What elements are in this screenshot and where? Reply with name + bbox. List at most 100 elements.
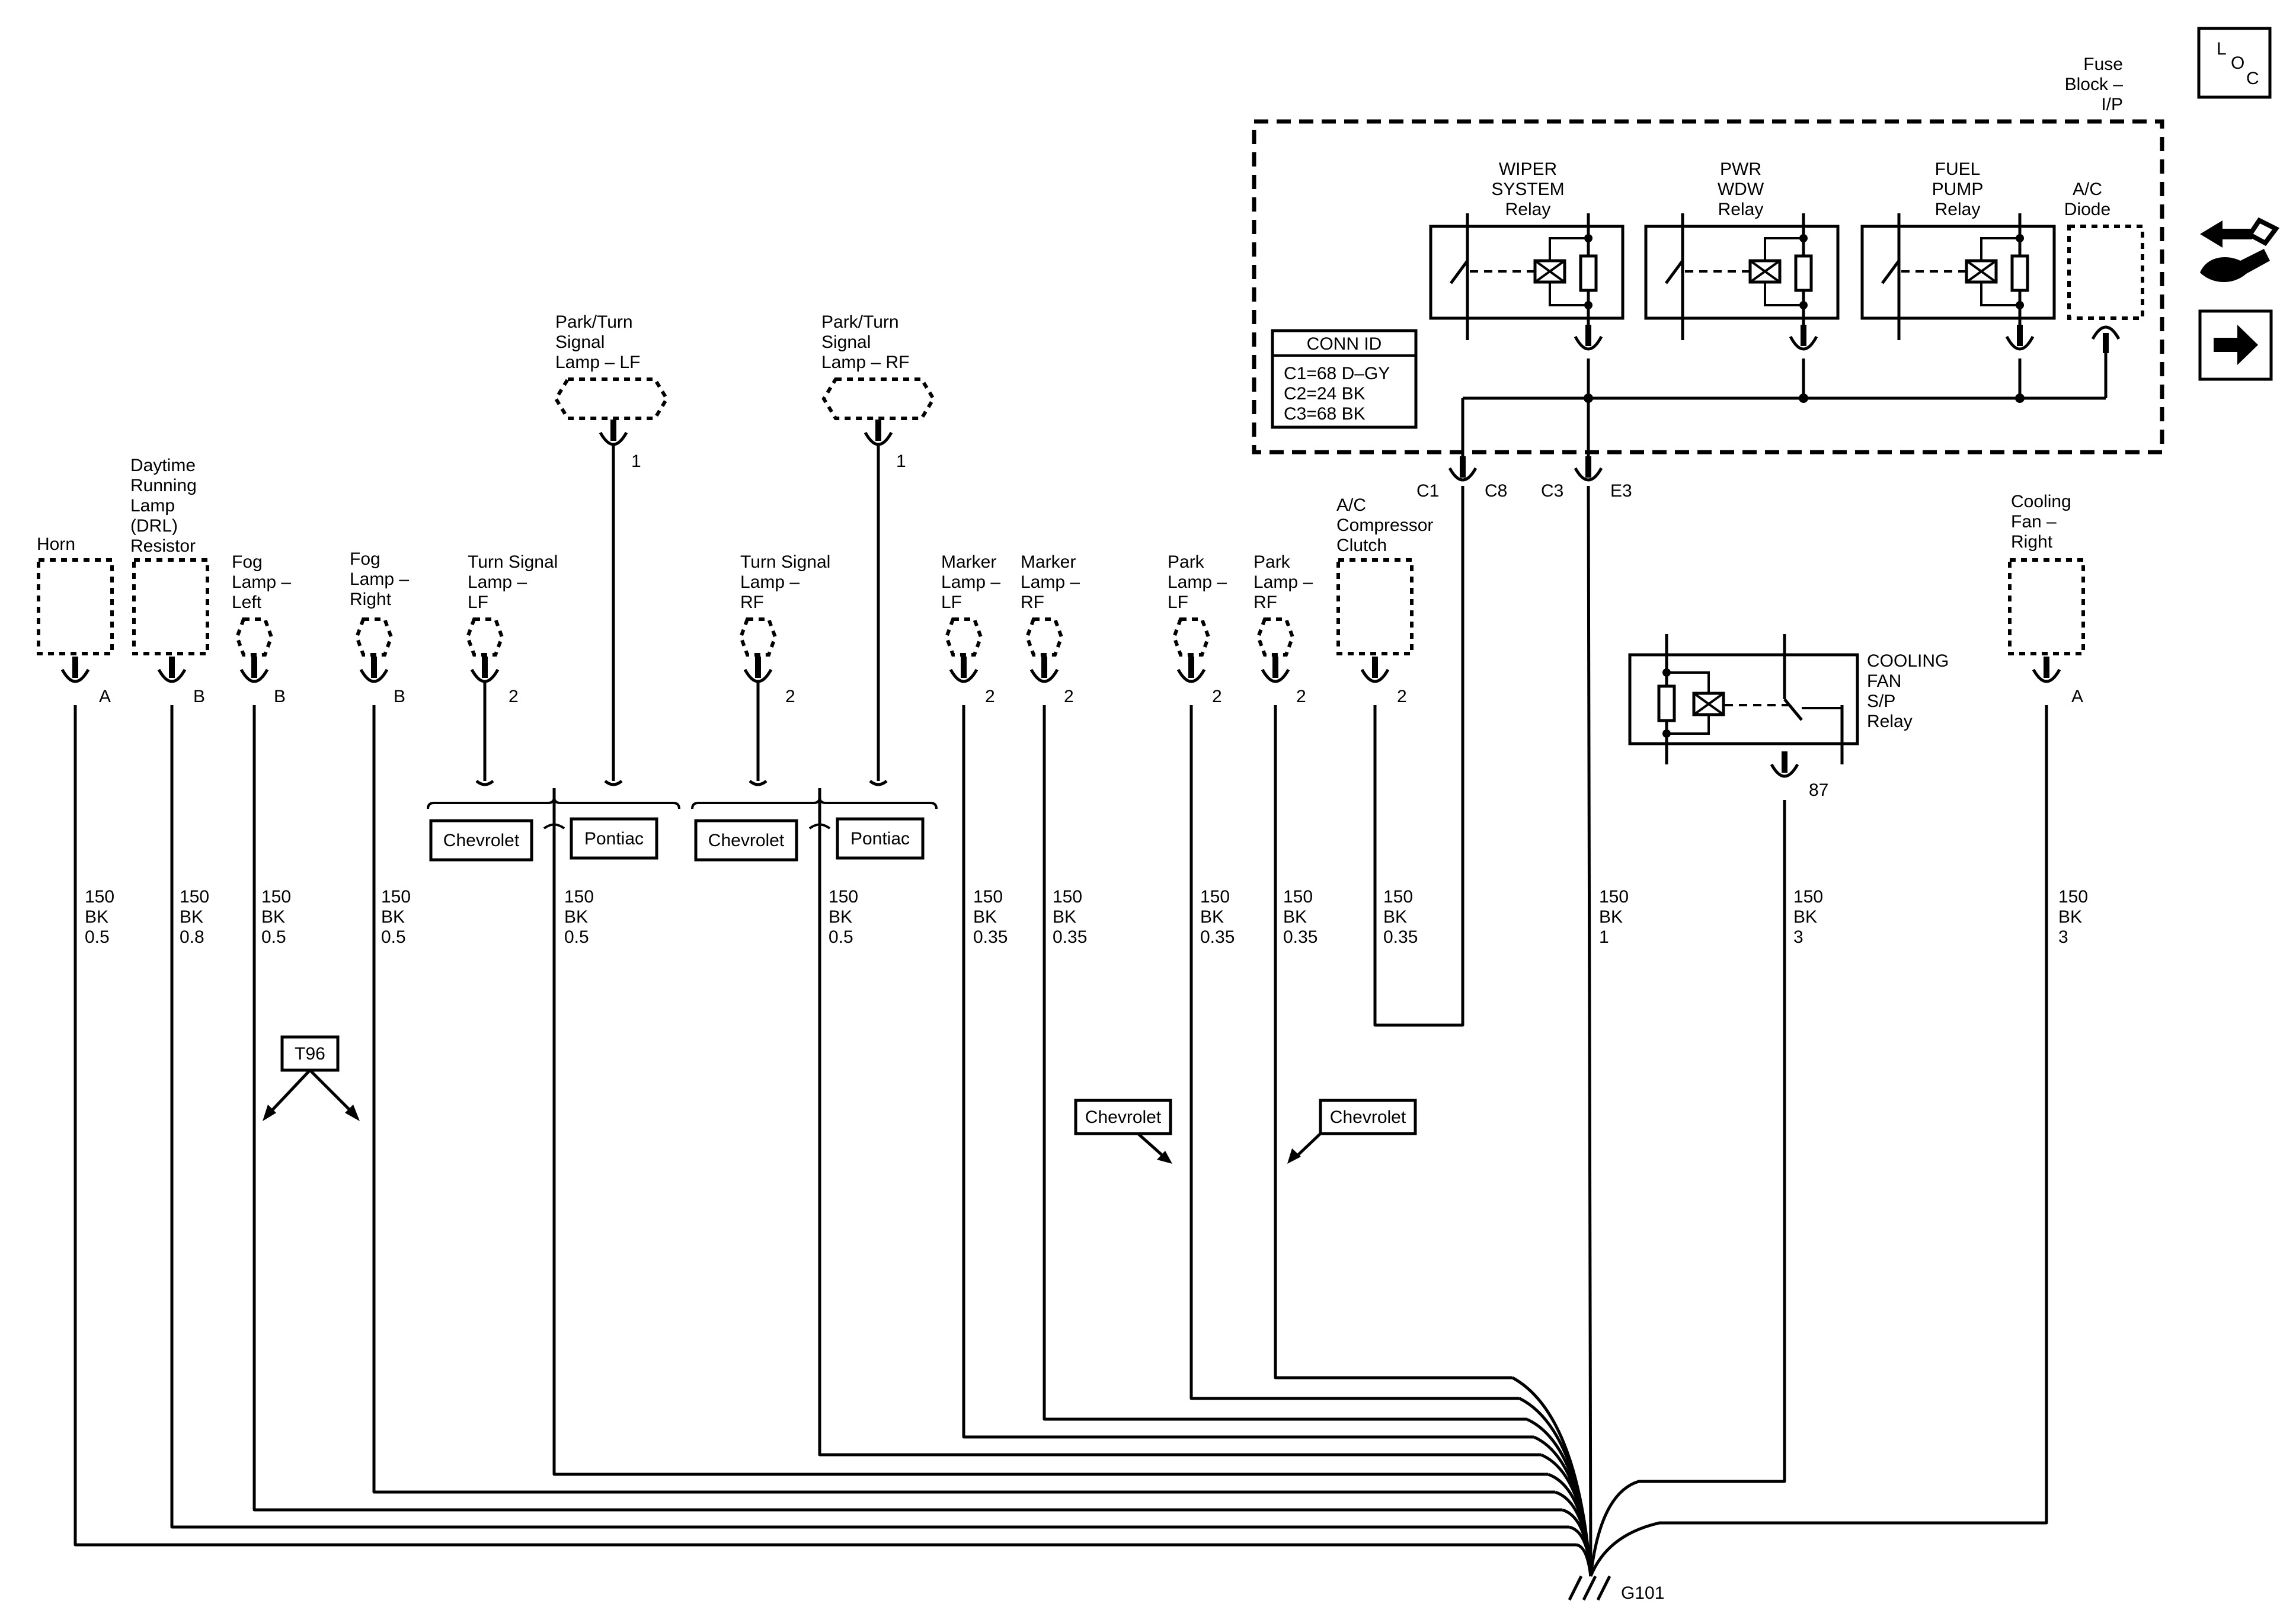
park-turn-rf-label-1: Park/Turn <box>821 312 899 332</box>
horn-label: Horn <box>37 534 75 554</box>
fog-left-label-3: Left <box>232 593 262 612</box>
drl-label-2: Running <box>130 476 197 495</box>
wiper-relay-label-2: SYSTEM <box>1491 180 1564 199</box>
park-turn-lf-label-1: Park/Turn <box>555 312 633 332</box>
fuse-block-title-1: Fuse <box>2083 55 2123 74</box>
cooling-relay-label-4: Relay <box>1867 712 1913 731</box>
rf-option-brace: Chevrolet Pontiac <box>691 796 938 862</box>
fuse-block-title-3: I/P <box>2101 95 2123 114</box>
park-rf-label-2: Lamp – <box>1253 572 1313 592</box>
park-lf-pin: 2 <box>1212 687 1222 706</box>
marker-rf-label-3: RF <box>1021 593 1044 612</box>
turn-lf-label-1: Turn Signal <box>468 552 558 572</box>
park-rf-pin: 2 <box>1296 687 1306 706</box>
park-turn-rf-label-2: Signal <box>821 332 871 352</box>
lf-pontiac-box <box>570 817 658 860</box>
wire-horn-2: BK <box>85 907 108 927</box>
fuel-relay-label-2: PUMP <box>1932 180 1984 199</box>
conn-e3: E3 <box>1610 481 1632 501</box>
marker-lamp-lf: Marker Lamp – LF 2 <box>941 552 1000 706</box>
wire-marker-lf-1: 150 <box>973 887 1003 907</box>
marker-rf-label-1: Marker <box>1021 552 1076 572</box>
wire-turn-lf-3: 0.5 <box>564 927 589 947</box>
marker-rf-label-2: Lamp – <box>1021 572 1080 592</box>
wire-turn-rf-3: 0.5 <box>829 927 853 947</box>
wire-park-lf-3: 0.35 <box>1200 927 1235 947</box>
arrow-right-icon[interactable] <box>2198 309 2273 381</box>
conn-id-row-1: C1=68 D–GY <box>1284 364 1390 383</box>
wire-cooling-right-2: BK <box>2058 907 2082 927</box>
cooling-right-label-2: Fan – <box>2011 512 2057 532</box>
ground-g101-label: G101 <box>1621 1583 1664 1603</box>
pwr-wdw-relay: PWR WDW Relay <box>1644 159 1840 340</box>
cooling-right-label-3: Right <box>2011 532 2053 552</box>
ground-harness: G101 <box>73 485 2048 1603</box>
conn-id-box <box>1271 329 1418 429</box>
cooling-fan-sp-relay: COOLING FAN S/P Relay 87 <box>1628 634 1949 800</box>
fog-left-label-2: Lamp – <box>232 572 291 592</box>
park-turn-lf-pin: 1 <box>631 452 641 471</box>
fuel-relay-label-1: FUEL <box>1935 159 1981 179</box>
wire-turn-lf-1: 150 <box>564 887 594 907</box>
fog-left-label-1: Fog <box>232 552 263 572</box>
wire-fog-right-3: 0.5 <box>381 927 406 947</box>
wire-turn-rf-1: 150 <box>829 887 858 907</box>
conn-id-table: CONN ID C1=68 D–GY C2=24 BK C3=68 BK <box>1271 329 1418 429</box>
wire-horn-3: 0.5 <box>85 927 110 947</box>
lf-pontiac-label: Pontiac <box>584 829 644 849</box>
fog-right-label-3: Right <box>350 590 392 609</box>
turn-rf-pin: 2 <box>785 687 795 706</box>
cooling-relay-label-2: FAN <box>1867 671 1901 691</box>
drl-label-1: Daytime <box>130 456 196 475</box>
turn-signal-lamp-lf: Turn Signal Lamp – LF 2 <box>465 552 558 786</box>
fuse-block-title-2: Block – <box>2065 75 2124 94</box>
wire-fog-left-1: 150 <box>261 887 291 907</box>
fuse-block-outline <box>1252 119 2164 454</box>
conn-c8: C8 <box>1485 481 1507 501</box>
drl-pin: B <box>193 687 205 706</box>
location-icon[interactable]: L O C <box>2197 27 2272 99</box>
wire-park-rf-1: 150 <box>1283 887 1313 907</box>
pwr-relay-label-2: WDW <box>1718 180 1764 199</box>
turn-lf-label-2: Lamp – <box>468 572 527 592</box>
marker-lf-pin: 2 <box>985 687 995 706</box>
turn-rf-label-1: Turn Signal <box>740 552 830 572</box>
marker-lf-label-1: Marker <box>941 552 996 572</box>
rf-pontiac-box <box>836 817 925 860</box>
ac-diode: A/C Diode <box>2064 180 2144 320</box>
pwr-relay-label-1: PWR <box>1720 159 1761 179</box>
fuel-pump-relay: FUEL PUMP Relay <box>1860 159 2056 340</box>
ac-diode-label-1: A/C <box>2073 180 2102 199</box>
loc-letter-c: C <box>2246 69 2259 88</box>
ac-clutch-label-2: Compressor <box>1336 516 1433 535</box>
wire-fog-right-2: BK <box>381 907 405 927</box>
park-lf-label-3: LF <box>1168 593 1188 612</box>
park-turn-signal-lamp-lf: Park/Turn Signal Lamp – LF 1 <box>554 312 669 786</box>
park-turn-signal-lamp-rf: Park/Turn Signal Lamp – RF 1 <box>821 312 936 786</box>
fog-lamp-left: Fog Lamp – Left B <box>232 552 291 706</box>
wire-drl-2: BK <box>180 907 203 927</box>
cooling-resistor <box>1657 684 1676 722</box>
wiper-system-relay: WIPER SYSTEM Relay <box>1429 159 1625 340</box>
park-rf-label-1: Park <box>1253 552 1291 572</box>
cooling-relay-pin-87: 87 <box>1809 780 1828 800</box>
park-turn-rf-label-3: Lamp – RF <box>821 353 909 372</box>
park-turn-lf-label-3: Lamp – LF <box>555 353 640 372</box>
wire-turn-rf-2: BK <box>829 907 852 927</box>
wire-fuse-block-2: BK <box>1599 907 1623 927</box>
conn-c3: C3 <box>1541 481 1563 501</box>
park-turn-lf-label-2: Signal <box>555 332 605 352</box>
fuel-resistor <box>2010 254 2029 292</box>
fuel-relay-label-3: Relay <box>1935 200 1981 219</box>
loc-letter-l: L <box>2217 39 2227 59</box>
wire-ac-clutch-1: 150 <box>1383 887 1413 907</box>
connector-tool-icon[interactable] <box>2200 217 2280 282</box>
rf-chevrolet-label: Chevrolet <box>708 831 785 850</box>
fog-right-pin: B <box>394 687 405 706</box>
wire-marker-rf-3: 0.35 <box>1053 927 1087 947</box>
wire-fuse-block-1: 150 <box>1599 887 1629 907</box>
drl-label-3: Lamp <box>130 496 175 516</box>
turn-lf-pin: 2 <box>509 687 519 706</box>
loc-letter-o: O <box>2231 53 2244 73</box>
wire-drl-1: 150 <box>180 887 209 907</box>
